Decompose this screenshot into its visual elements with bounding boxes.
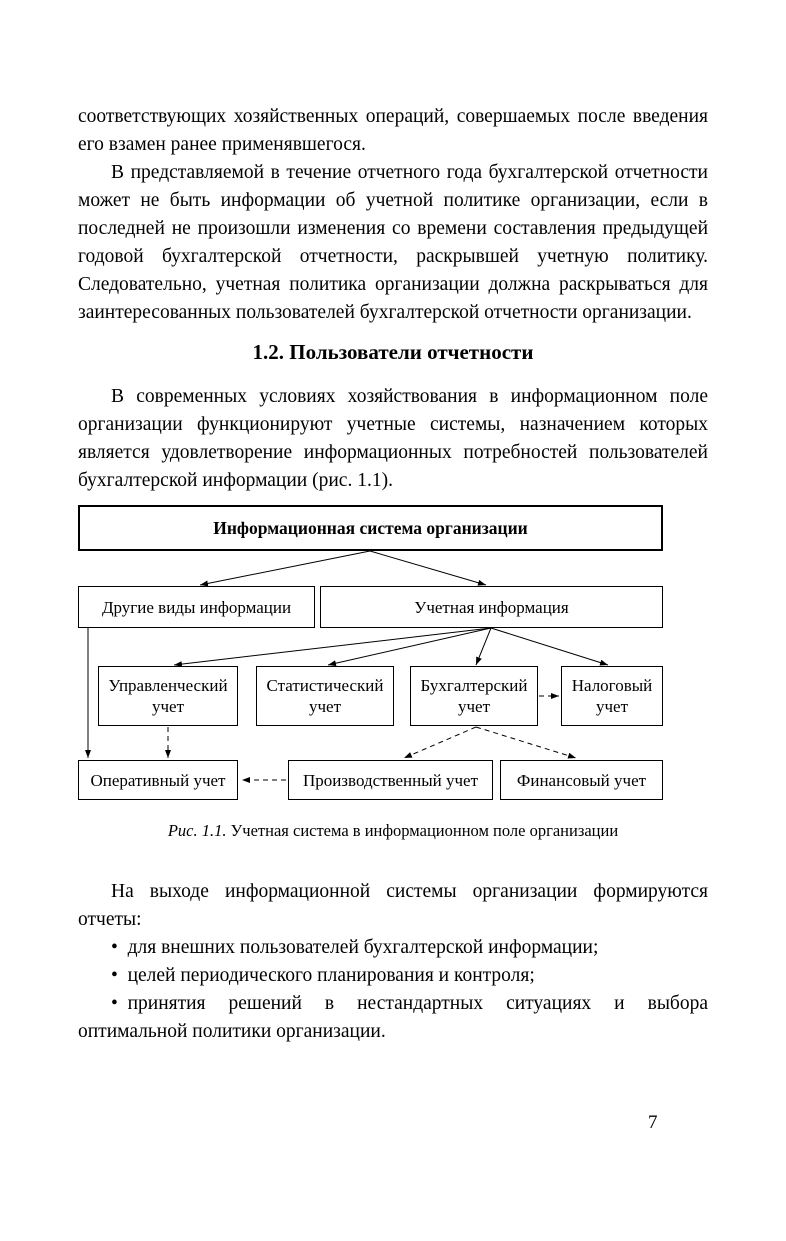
section-heading: 1.2. Пользователи отчетности xyxy=(252,340,534,364)
list-item: целей периодического планирования и конт… xyxy=(78,962,708,990)
diagram-box-tax-accounting: Налоговый учет xyxy=(561,666,663,726)
list-item-text: целей периодического планирования и конт… xyxy=(111,965,535,986)
figure-caption: Рис. 1.1. Учетная система в информационн… xyxy=(78,820,708,842)
diagram-box-financial-accounting: Финансовый учет xyxy=(500,760,663,800)
diagram-box-production-accounting: Производственный учет xyxy=(288,760,493,800)
figure-caption-label: Рис. 1.1. xyxy=(167,821,227,840)
list-item-text: для внешних пользователей бухгалтерской … xyxy=(111,937,598,958)
figure-caption-text: Учетная система в информационном поле ор… xyxy=(230,821,619,840)
diagram-arrows xyxy=(85,550,609,783)
page-number: 7 xyxy=(648,1112,658,1133)
solid-arrows xyxy=(85,550,609,758)
diagram-box-operational-accounting: Оперативный учет xyxy=(78,760,238,800)
paragraph-continuation: соответствующих хозяйственных операций, … xyxy=(78,106,708,155)
paragraph-reports-output: На выходе информационной системы организ… xyxy=(78,881,708,930)
list-item: принятия решений в нестандартных ситуаци… xyxy=(78,990,708,1046)
diagram-box-management-accounting: Управленческий учет xyxy=(98,666,238,726)
list-item: для внешних пользователей бухгалтерской … xyxy=(78,934,708,962)
paragraph-accounting-policy: В представляемой в течение отчетного год… xyxy=(78,162,708,323)
list-item-text: принятия решений в нестандартных ситуаци… xyxy=(78,993,708,1042)
paragraph-intro-users: В современных условиях хозяйствования в … xyxy=(78,386,708,491)
diagram-box-accounting-information: Учетная информация xyxy=(320,586,663,628)
diagram-box-bookkeeping: Бухгалтерский учет xyxy=(410,666,538,726)
diagram-box-statistical-accounting: Статистический учет xyxy=(256,666,394,726)
diagram-figure: Информационная система организации Други… xyxy=(78,505,663,800)
diagram-box-other-information: Другие виды информации xyxy=(78,586,315,628)
diagram-box-information-system: Информационная система организации xyxy=(78,505,663,551)
dashed-arrows xyxy=(165,693,577,783)
